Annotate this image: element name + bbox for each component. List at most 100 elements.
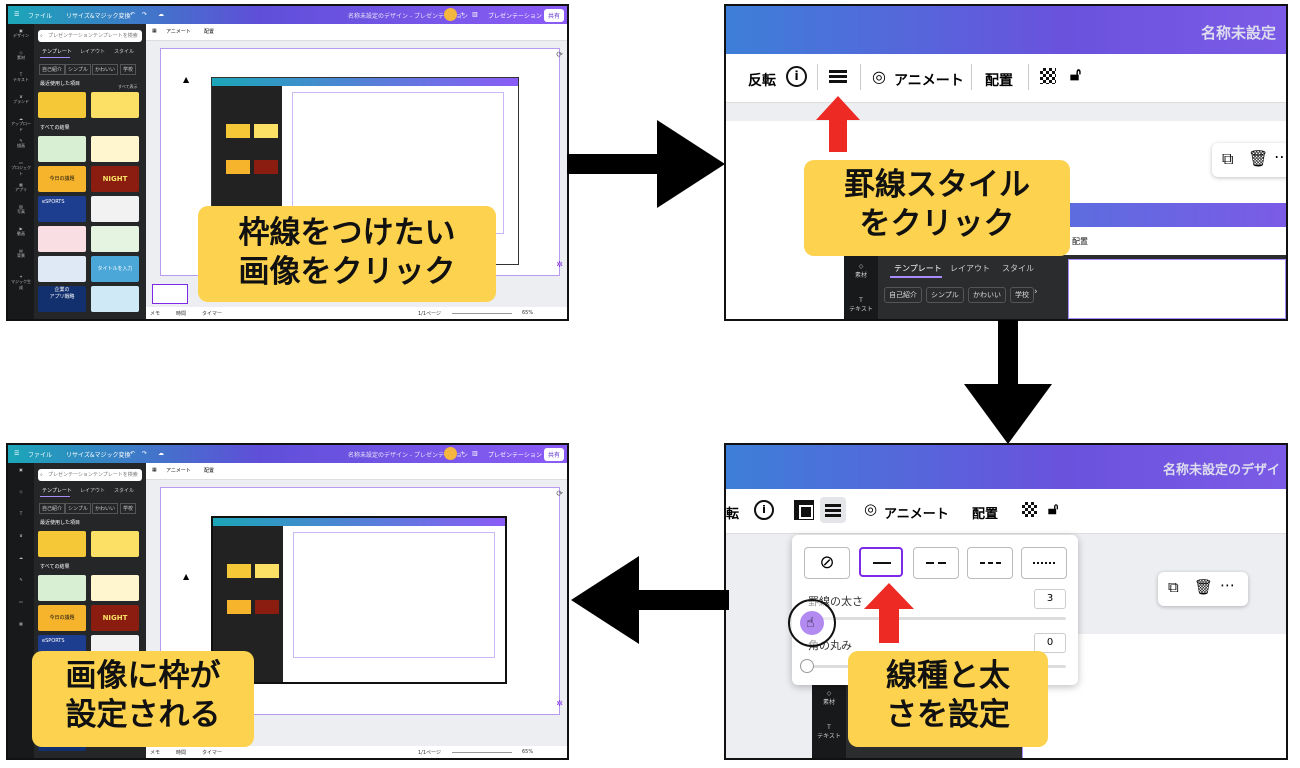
rail-elements[interactable]: ◇素材 — [844, 263, 878, 279]
tab-layout[interactable]: レイアウト — [950, 264, 990, 273]
chip[interactable]: かわいい — [92, 503, 119, 514]
doc-title[interactable]: 名称未設定のデザイ — [1162, 463, 1280, 478]
line-dot-option[interactable] — [1021, 547, 1067, 579]
search-input[interactable]: ⌕プレゼンテーションテンプレートを検索 — [38, 469, 142, 481]
template-thumb[interactable] — [38, 531, 86, 557]
search-input[interactable]: ⌕プレゼンテーションテンプレートを検索 — [38, 30, 142, 42]
animate-button[interactable]: アニメート — [894, 73, 964, 89]
magic-assist-icon[interactable]: ✲ — [556, 260, 563, 269]
template-thumb[interactable]: NIGHT — [91, 166, 139, 192]
template-thumb[interactable] — [38, 226, 86, 252]
rail-magic[interactable]: ✦マジック生成 — [11, 274, 31, 290]
timer-button[interactable]: タイマー — [202, 311, 223, 317]
lock-icon[interactable]: 🔓︎ — [1048, 499, 1059, 518]
template-thumb[interactable] — [91, 531, 139, 557]
rail-apps[interactable]: ▦ — [11, 621, 31, 635]
rail-brand[interactable]: ♛ — [11, 533, 31, 547]
position-button[interactable]: 配置 — [985, 73, 1013, 89]
timer-button[interactable]: タイマー — [202, 750, 223, 756]
chip[interactable]: 学校 — [1010, 287, 1034, 303]
avatar[interactable] — [444, 447, 457, 460]
menu-icon[interactable]: ☰ — [14, 450, 20, 457]
magic-assist-icon[interactable]: ✲ — [556, 699, 563, 708]
rail-elements[interactable]: ◇素材 — [812, 690, 846, 706]
line-solid-option[interactable] — [859, 547, 903, 577]
rail-draw[interactable]: ✎ — [11, 577, 31, 591]
transparency-icon[interactable] — [1040, 68, 1056, 84]
rail-video[interactable]: ▶動画 — [11, 226, 31, 240]
undo-icon[interactable]: ↶ — [130, 450, 136, 457]
template-thumb[interactable]: 企業のアプリ戦略 — [38, 286, 86, 312]
line-none-option[interactable]: ⊘ — [804, 547, 850, 579]
chip[interactable]: かわいい — [968, 287, 1006, 303]
flip-button[interactable]: 転 — [726, 507, 740, 522]
chip[interactable]: 自己紹介 — [39, 503, 66, 514]
redo-icon[interactable]: ↷ — [142, 450, 148, 457]
see-all-link[interactable]: すべて表示 — [118, 84, 138, 89]
tab-layout[interactable]: レイアウト — [80, 488, 106, 494]
tab-style[interactable]: スタイル — [1002, 264, 1034, 273]
template-thumb[interactable]: eSPORTS — [38, 196, 86, 222]
template-thumb[interactable] — [91, 136, 139, 162]
template-thumb[interactable] — [91, 92, 139, 118]
border-color-icon[interactable] — [794, 500, 814, 520]
tab-style[interactable]: スタイル — [114, 49, 135, 55]
rail-elements[interactable]: ◇ — [11, 489, 31, 503]
animate-button[interactable]: アニメート — [166, 29, 191, 35]
position-button[interactable]: 配置 — [204, 468, 215, 474]
rail-background[interactable]: ▤背景 — [11, 248, 31, 262]
lock-icon[interactable]: 🔓︎ — [1070, 65, 1082, 85]
template-thumb[interactable] — [91, 226, 139, 252]
chip[interactable]: シンプル — [926, 287, 964, 303]
notes-button[interactable]: メモ — [150, 311, 161, 317]
template-thumb[interactable] — [38, 575, 86, 601]
notes-button[interactable]: メモ — [150, 750, 161, 756]
zoom-slider[interactable] — [452, 313, 512, 314]
chip[interactable]: 自己紹介 — [39, 64, 66, 75]
undo-icon[interactable]: ↶ — [130, 11, 136, 18]
time-button[interactable]: 時間 — [176, 311, 187, 317]
doc-title[interactable]: 名称未設定 — [1200, 24, 1276, 42]
doc-title[interactable]: 名称未設定のデザイン - プレゼンテーション — [348, 452, 468, 459]
share-button[interactable]: 共有 — [544, 448, 565, 461]
page-thumbnail[interactable] — [152, 284, 188, 304]
menu-icon[interactable]: ☰ — [14, 11, 20, 18]
avatar[interactable] — [444, 8, 457, 21]
add-icon[interactable]: + — [460, 11, 466, 18]
stroke-width-slider[interactable] — [808, 617, 1066, 620]
share-button[interactable]: 共有 — [544, 9, 565, 22]
duplicate-icon[interactable]: ⧉ — [1222, 149, 1234, 168]
refresh-icon[interactable]: ⟳ — [556, 489, 563, 498]
chart-icon[interactable]: ▥ — [472, 450, 478, 457]
template-thumb[interactable] — [91, 196, 139, 222]
zoom-slider[interactable] — [452, 752, 512, 753]
rail-elements[interactable]: ◇素材 — [11, 50, 31, 64]
chip[interactable]: 学校 — [120, 503, 137, 514]
animate-button[interactable]: アニメート — [884, 507, 949, 522]
duplicate-icon[interactable]: ⧉ — [1168, 578, 1179, 596]
resize-button[interactable]: リサイズ&マジック変換 — [66, 452, 131, 459]
present-button[interactable]: プレゼンテーション — [488, 452, 542, 459]
chip[interactable]: 学校 — [120, 64, 137, 75]
chip[interactable]: シンプル — [65, 64, 91, 75]
line-dash-option[interactable] — [913, 547, 959, 579]
redo-icon[interactable]: ↷ — [142, 11, 148, 18]
tab-templates[interactable]: テンプレート — [42, 49, 72, 55]
template-thumb[interactable] — [38, 256, 86, 282]
tab-layout[interactable]: レイアウト — [80, 49, 106, 55]
trash-icon[interactable]: 🗑︎ — [1248, 149, 1269, 168]
rail-projects[interactable]: ▭ — [11, 599, 31, 613]
file-menu[interactable]: ファイル — [28, 13, 53, 20]
template-thumb[interactable] — [91, 575, 139, 601]
chip[interactable]: シンプル — [65, 503, 91, 514]
rail-brand[interactable]: ♛ブランド — [11, 94, 31, 108]
template-thumb[interactable] — [38, 136, 86, 162]
color-swatch-icon[interactable]: ▦ — [152, 467, 157, 473]
tab-style[interactable]: スタイル — [114, 488, 135, 494]
line-short-dash-option[interactable] — [967, 547, 1013, 579]
template-thumb[interactable] — [38, 92, 86, 118]
info-icon[interactable]: i — [754, 500, 774, 520]
rail-projects[interactable]: ▭プロジェクト — [11, 160, 31, 176]
